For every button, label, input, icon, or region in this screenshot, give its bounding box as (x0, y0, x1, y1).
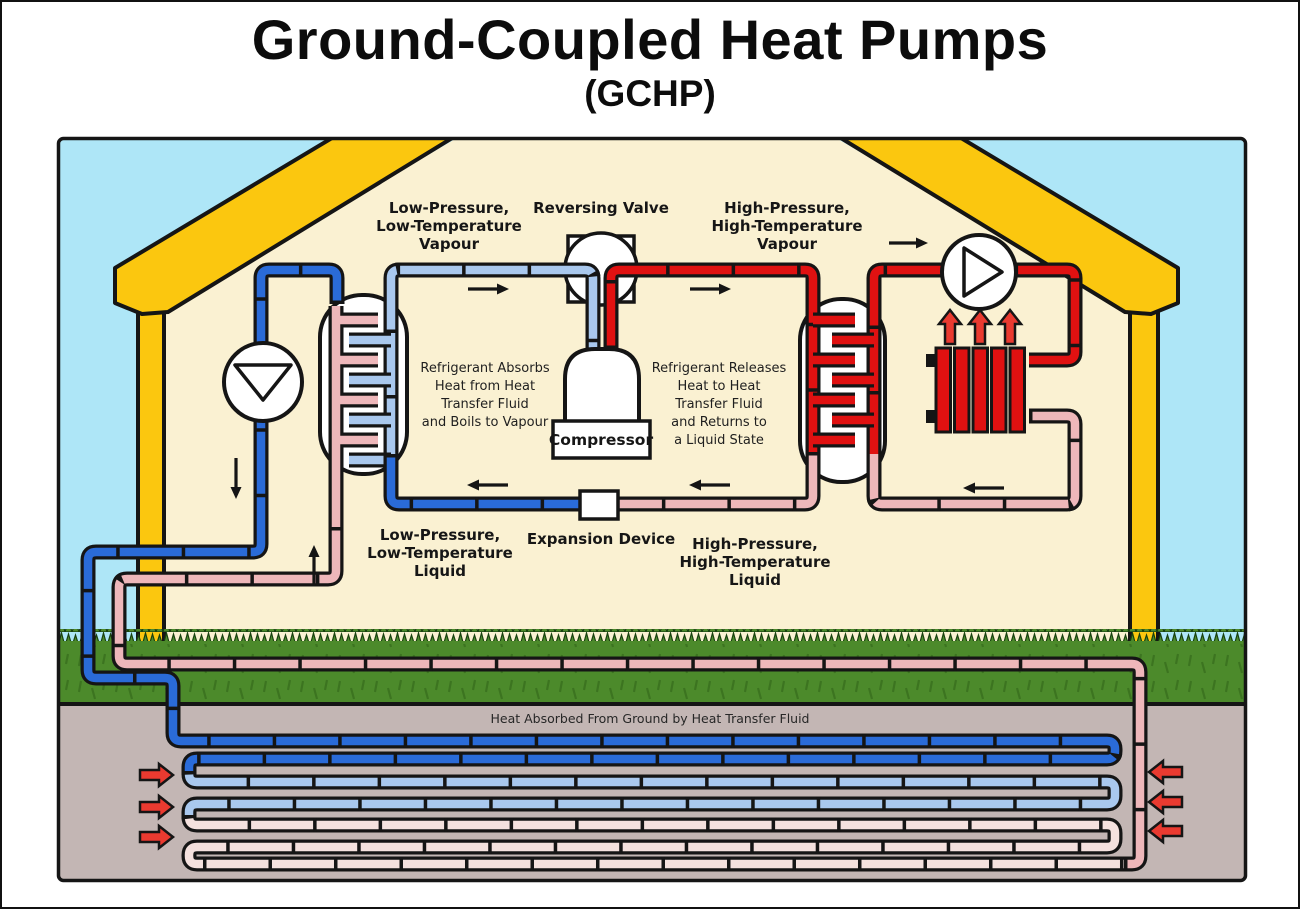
label-refrigerant-absorbs: Refrigerant Absorbs Heat from Heat Trans… (420, 360, 549, 432)
label-line: Vapour (418, 235, 480, 253)
label-line: Heat to Heat (677, 379, 761, 394)
label-reversing-valve: Reversing Valve (533, 199, 669, 217)
label-line: Liquid (729, 571, 781, 589)
label-line: Low-Temperature (376, 217, 522, 235)
ground-heat-arrows-left (138, 761, 176, 851)
label-compressor: Compressor (548, 431, 654, 449)
label-line: High-Pressure, (692, 535, 818, 553)
label-line: and Boils to Vapour (421, 415, 549, 430)
label-line: Transfer Fluid (675, 397, 763, 412)
flow-arrow-right (468, 283, 509, 295)
label-line: a Liquid State (674, 433, 764, 448)
pump-triangle-right-icon (962, 246, 1004, 298)
label-line: Heat from Heat (434, 379, 536, 394)
label-line: Low-Temperature (367, 544, 513, 562)
label-line: High-Temperature (679, 553, 831, 571)
compressor-label-box (551, 419, 652, 460)
page-title: Ground-Coupled Heat Pumps (251, 8, 1049, 71)
flow-arrow-right (889, 237, 928, 249)
label-line: Transfer Fluid (441, 397, 529, 412)
label-refrigerant-releases: Refrigerant Releases Heat to Heat Transf… (652, 360, 787, 450)
compressor (551, 347, 652, 460)
heat-arrow-left-icon (1146, 817, 1184, 845)
flow-arrow-left (963, 482, 1004, 494)
label-line: Refrigerant Releases (651, 361, 787, 376)
flow-arrow-right (690, 283, 731, 295)
heat-arrow-right-icon (138, 793, 176, 821)
house-roof-left (113, 140, 464, 316)
label-line: Low-Pressure, (388, 199, 510, 217)
heat-arrow-left-icon (1146, 788, 1184, 816)
heat-arrow-up-icon (966, 307, 994, 346)
label-high-pressure-liquid: High-Pressure, High-Temperature Liquid (679, 535, 830, 589)
heat-up-arrows (936, 307, 1024, 346)
label-line: Refrigerant Absorbs (420, 361, 550, 376)
label-low-pressure-vapour: Low-Pressure, Low-Temperature Vapour (376, 199, 522, 253)
label-line: and Returns to (671, 415, 767, 430)
page-subtitle: (GCHP) (584, 73, 716, 114)
house-roof-right (829, 140, 1180, 316)
heat-arrow-left-icon (1146, 758, 1184, 786)
label-low-pressure-liquid: Low-Pressure, Low-Temperature Liquid (367, 526, 513, 580)
circulation-pump-right (940, 233, 1018, 311)
heat-arrow-right-icon (138, 823, 176, 851)
radiator (926, 346, 1026, 434)
flow-arrow-left (689, 479, 730, 491)
grass-strip (60, 629, 1244, 705)
circulation-pump-left (222, 341, 304, 423)
label-line: Vapour (756, 235, 818, 253)
label-line: High-Temperature (711, 217, 863, 235)
heat-arrow-up-icon (936, 307, 964, 346)
heat-arrow-right-icon (138, 761, 176, 789)
pump-triangle-down-icon (233, 363, 293, 402)
house-wall-right (1128, 292, 1160, 664)
label-high-pressure-vapour: High-Pressure, High-Temperature Vapour (711, 199, 862, 253)
label-line: High-Pressure, (724, 199, 850, 217)
heat-arrow-up-icon (996, 307, 1024, 346)
ground-heat-arrows-right (1146, 758, 1184, 845)
flow-arrow-left (467, 479, 508, 491)
diagram-border (56, 136, 1248, 883)
label-line: Low-Pressure, (379, 526, 501, 544)
label-expansion-device: Expansion Device (526, 530, 676, 548)
flow-arrow-up (308, 545, 320, 584)
pipe-ground-loop-warm (189, 815, 1128, 864)
house-wall-left (136, 292, 166, 664)
flow-arrow-down (230, 458, 242, 499)
label-ground-heat: Heat Absorbed From Ground by Heat Transf… (490, 711, 810, 726)
label-line: Liquid (413, 562, 466, 580)
expansion-device (578, 489, 620, 521)
